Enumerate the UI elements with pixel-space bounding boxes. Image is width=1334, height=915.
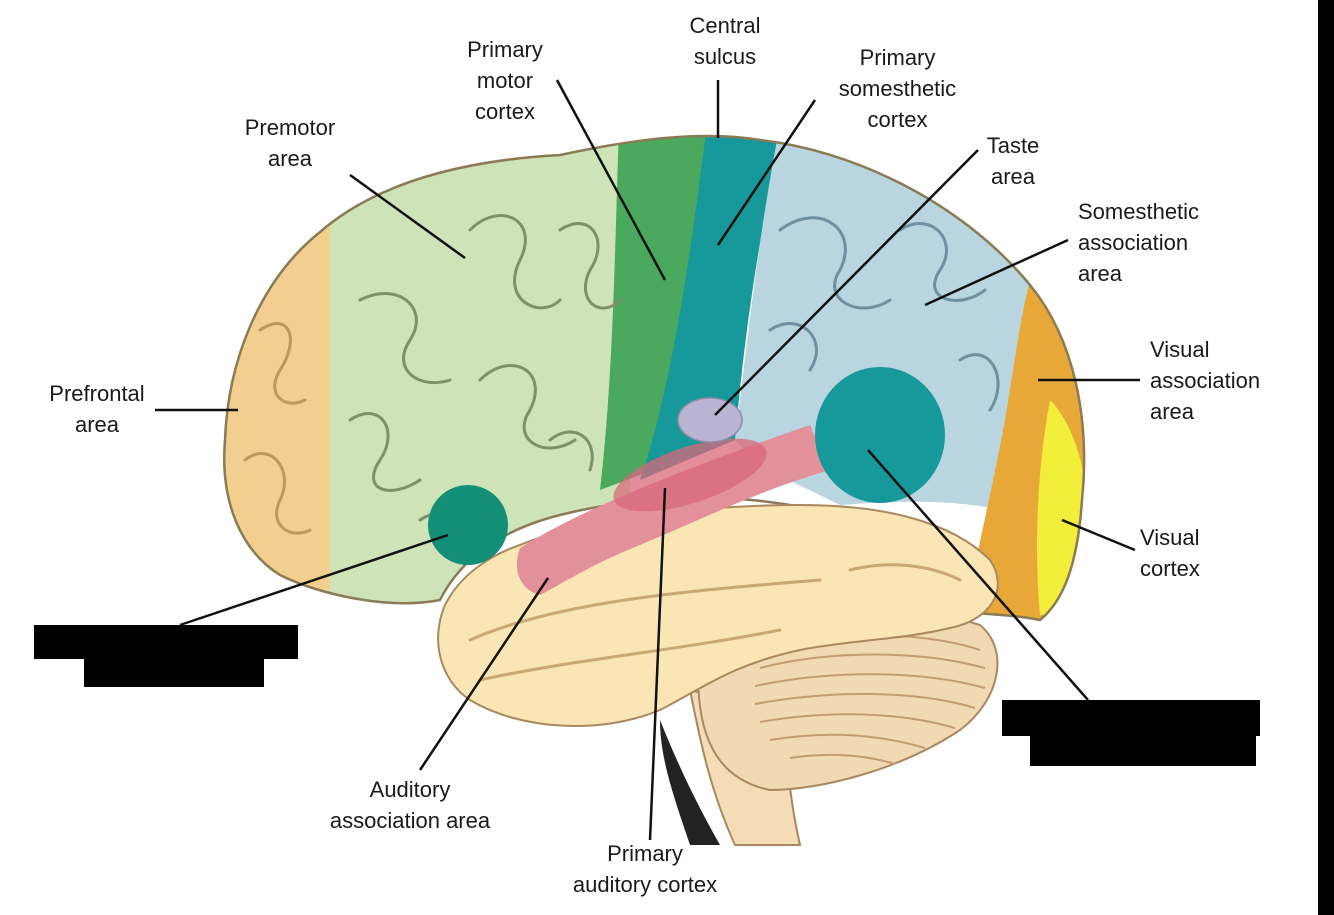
temporal-gyri: [468, 563, 962, 682]
label-visual-cortex: Visual cortex: [1140, 525, 1200, 581]
label-premotor-area: Premotor area: [244, 115, 336, 171]
gyri-lines-parietal: [768, 216, 1000, 412]
region-primary-motor: [600, 135, 720, 490]
redaction-bar-left-lower: [84, 655, 264, 687]
label-auditory-association-area: Auditory association area: [329, 777, 491, 833]
region-taste: [677, 397, 743, 443]
label-prefrontal-area: Prefrontal area: [49, 381, 145, 437]
gyri-lines: [348, 214, 622, 547]
label-taste-area: Taste area: [986, 133, 1040, 189]
redaction-bar-left: [34, 625, 298, 659]
label-somesthetic-association-area: Somesthetic association area: [1078, 199, 1200, 286]
gyri-lines-prefrontal: [243, 322, 312, 535]
label-central-sulcus: Central sulcus: [689, 13, 761, 69]
label-primary-motor-cortex: Primary motor cortex: [467, 37, 543, 124]
label-primary-somesthetic-cortex: Primary somesthetic cortex: [838, 45, 957, 132]
region-primary-auditory: [613, 438, 767, 512]
region-prefrontal: [224, 135, 340, 620]
region-posterior-speech: [815, 367, 945, 503]
region-frontal-speech: [428, 485, 508, 565]
label-primary-auditory-cortex: Primary auditory cortex: [572, 841, 718, 897]
brainstem-shadow: [660, 720, 720, 845]
redaction-bar-right: [1002, 700, 1260, 736]
label-visual-association-area: Visual association area: [1150, 337, 1261, 424]
leader-lines: [155, 79, 1140, 841]
redaction-bar-right-lower: [1030, 732, 1256, 766]
